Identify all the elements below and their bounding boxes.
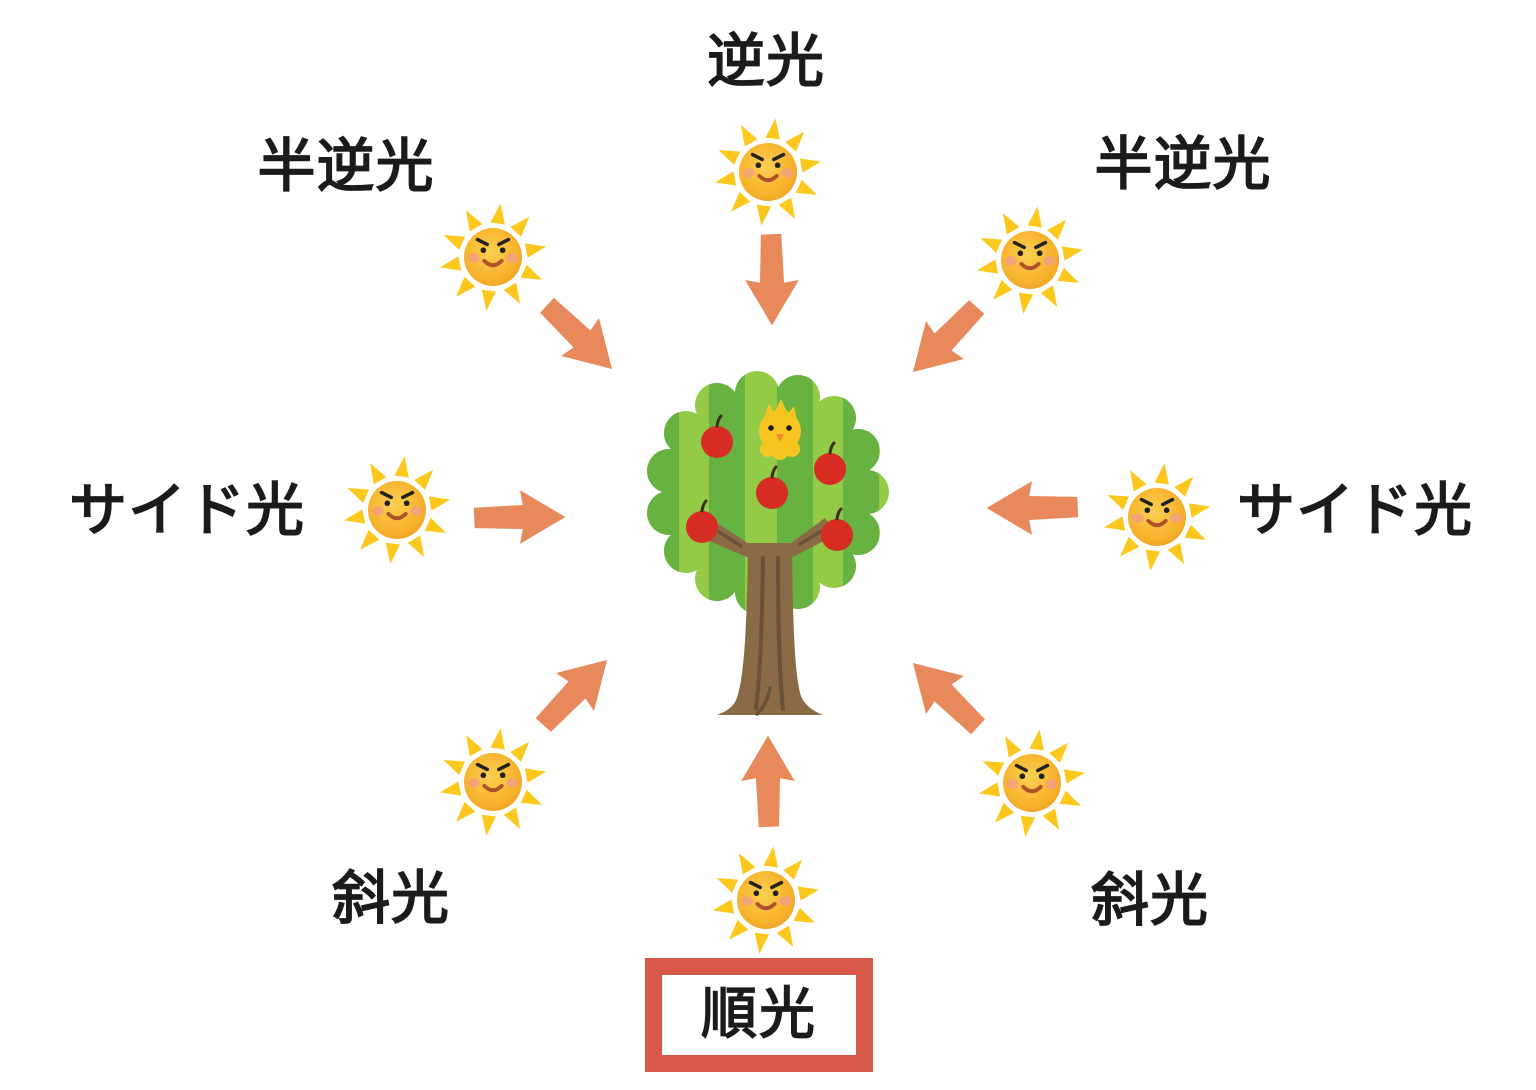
- apple-icon: [756, 465, 788, 509]
- sun-icon-top-left: [435, 199, 551, 315]
- sun-icon-right: [1099, 459, 1215, 575]
- label-backlight-top: 逆光: [706, 27, 826, 95]
- front-light-highlight-box: 順光: [645, 958, 873, 1072]
- label-half-backlight-top-right: 半逆光: [1094, 130, 1272, 198]
- apple-icon: [701, 414, 733, 458]
- arrow-right-icon: [473, 490, 566, 544]
- arrow-up-icon: [741, 735, 795, 828]
- sun-icon-top-right: [972, 202, 1088, 318]
- sun-icon-bottom: [708, 842, 824, 958]
- sun-icon-bottom-right: [974, 725, 1090, 841]
- apple-icon: [821, 507, 853, 551]
- apple-icon: [686, 499, 718, 543]
- label-oblique-light-bottom-left: 斜光: [331, 864, 451, 932]
- tree-illustration: [647, 371, 889, 716]
- sun-icon-top: [710, 114, 826, 230]
- arrow-left-icon: [986, 481, 1079, 535]
- label-half-backlight-top-left: 半逆光: [257, 132, 435, 200]
- label-side-light-right: サイド光: [1236, 476, 1474, 544]
- sun-icon-left: [339, 452, 455, 568]
- arrow-down-icon: [745, 233, 799, 326]
- label-oblique-light-bottom-right: 斜光: [1090, 866, 1210, 934]
- sun-icon-bottom-left: [435, 724, 551, 840]
- label-side-light-left: サイド光: [68, 476, 306, 544]
- chick-icon: [759, 399, 801, 460]
- apple-icon: [814, 441, 846, 485]
- label-front-light: 順光: [701, 982, 817, 1047]
- apple-icons: [686, 414, 853, 551]
